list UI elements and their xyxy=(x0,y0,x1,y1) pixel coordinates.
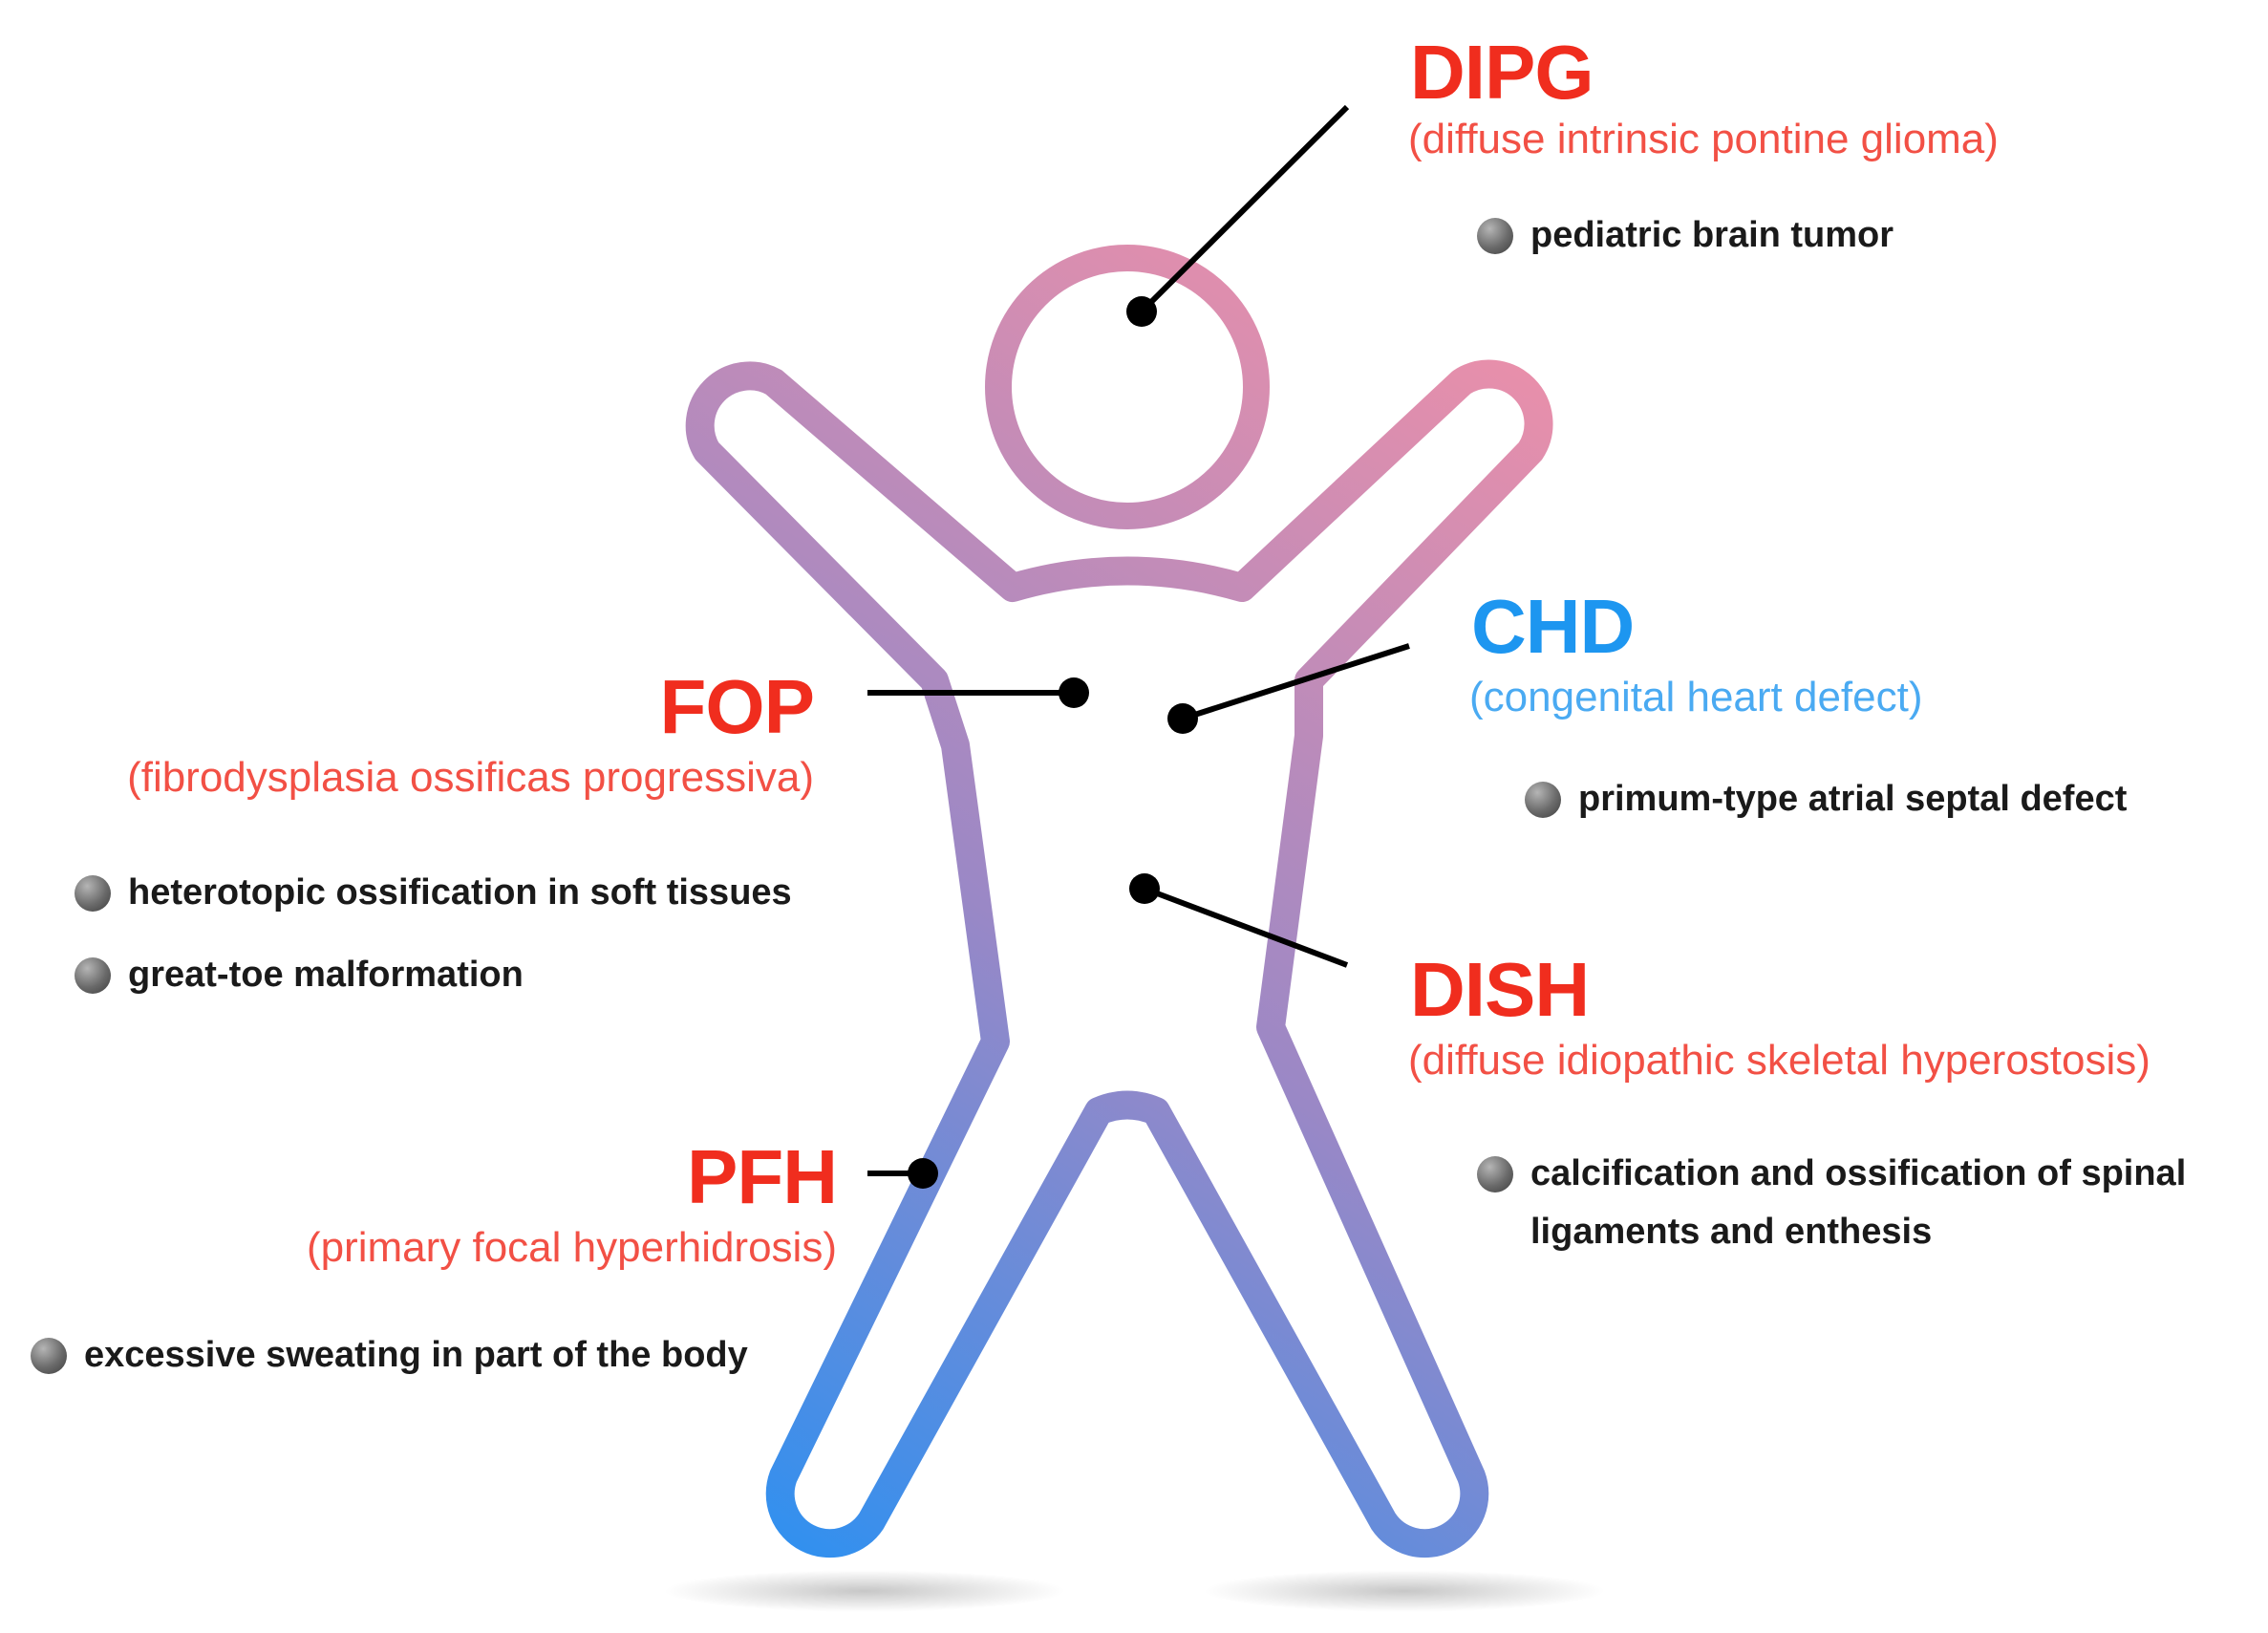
fop-bullet-item: great-toe malformation xyxy=(75,946,524,1004)
dipg-pointer xyxy=(1126,107,1347,327)
pfh-pointer xyxy=(867,1158,938,1189)
dish-abbreviation: DISH xyxy=(1410,952,1589,1028)
bullet-dot-icon xyxy=(1477,218,1513,254)
dipg-abbreviation: DIPG xyxy=(1410,34,1594,111)
bullet-text: heterotopic ossification in soft tissues xyxy=(128,872,792,913)
fop-full-name: (fibrodysplasia ossificas progressiva) xyxy=(127,755,814,801)
head-outline xyxy=(998,258,1256,516)
bullet-text: primum-type atrial septal defect xyxy=(1578,779,2127,819)
bullet-text: great-toe malformation xyxy=(128,955,524,995)
fop-bullet-item: heterotopic ossification in soft tissues xyxy=(75,864,792,922)
bullet-dot-icon xyxy=(1477,1156,1513,1193)
dish-pointer xyxy=(1129,873,1347,965)
pfh-full-name: (primary focal hyperhidrosis) xyxy=(307,1225,837,1271)
fop-abbreviation: FOP xyxy=(660,669,814,745)
chd-full-name: (congenital heart defect) xyxy=(1469,675,1923,720)
left-foot-shadow xyxy=(664,1570,1065,1612)
dish-full-name: (diffuse idiopathic skeletal hyperostosi… xyxy=(1408,1038,2150,1084)
pfh-bullet-item: excessive sweating in part of the body xyxy=(31,1326,748,1385)
bullet-dot-icon xyxy=(75,875,111,912)
pfh-abbreviation: PFH xyxy=(687,1139,837,1215)
bullet-text: calcification and ossification of spinal… xyxy=(1530,1153,2186,1252)
right-foot-shadow xyxy=(1204,1570,1605,1612)
dish-bullet-item: calcification and ossification of spinal… xyxy=(1477,1145,2268,1261)
chd-pointer xyxy=(1167,646,1409,734)
bullet-text: pediatric brain tumor xyxy=(1530,215,1894,255)
chd-bullet-item: primum-type atrial septal defect xyxy=(1525,770,2127,828)
bullet-dot-icon xyxy=(1525,782,1561,818)
dipg-bullet-item: pediatric brain tumor xyxy=(1477,206,1894,265)
chd-abbreviation: CHD xyxy=(1471,589,1634,665)
bullet-dot-icon xyxy=(31,1338,67,1374)
bullet-text: excessive sweating in part of the body xyxy=(84,1335,748,1375)
dipg-full-name: (diffuse intrinsic pontine glioma) xyxy=(1408,117,1999,162)
fop-pointer xyxy=(867,677,1089,708)
bullet-dot-icon xyxy=(75,957,111,994)
